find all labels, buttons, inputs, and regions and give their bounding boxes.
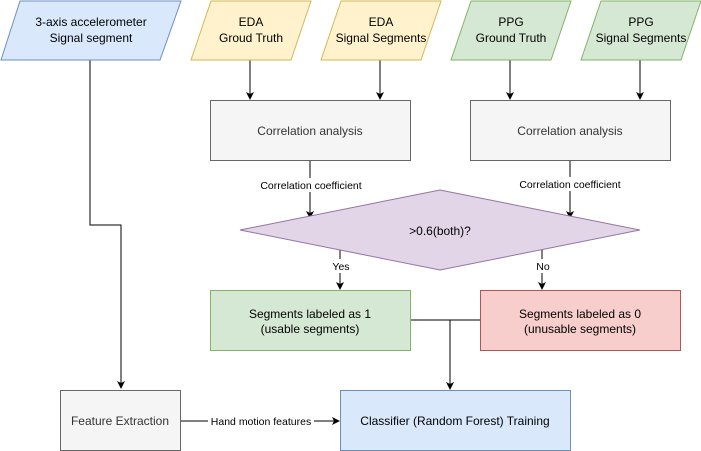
node-correlation-ppg: Correlation analysis bbox=[470, 100, 671, 161]
node-eda-seg-line2: Signal Segments bbox=[336, 31, 427, 45]
node-corr-ppg-label: Correlation analysis bbox=[517, 124, 622, 138]
node-eda-signal-segments: EDA Signal Segments bbox=[320, 0, 442, 61]
node-eda-ground-truth: EDA Groud Truth bbox=[190, 0, 312, 61]
node-classifier: Classifier (Random Forest) Training bbox=[340, 390, 571, 451]
node-accel-line1: 3-axis accelerometer bbox=[35, 15, 146, 29]
node-unusable-line1: Segments labeled as 0 bbox=[519, 307, 641, 321]
node-usable-line2: (usable segments) bbox=[261, 322, 360, 336]
node-unusable-segments: Segments labeled as 0 (unusable segments… bbox=[480, 290, 681, 351]
node-eda-seg-line1: EDA bbox=[369, 15, 394, 29]
node-usable-line1: Segments labeled as 1 bbox=[249, 307, 371, 321]
node-eda-gt-line1: EDA bbox=[239, 15, 264, 29]
node-feature-extraction: Feature Extraction bbox=[60, 390, 181, 451]
edge-label-corr-eda: Correlation coefficient bbox=[260, 180, 361, 192]
node-eda-gt-line2: Groud Truth bbox=[219, 31, 283, 45]
edge-labels: Correlation coefficient Correlation coef… bbox=[208, 177, 625, 428]
node-ppg-ground-truth: PPG Ground Truth bbox=[450, 0, 572, 61]
node-ppg-seg-line2: Signal Segments bbox=[596, 31, 687, 45]
node-feature-label: Feature Extraction bbox=[71, 414, 169, 428]
node-ppg-signal-segments: PPG Signal Segments bbox=[580, 0, 701, 61]
node-accel: 3-axis accelerometer Signal segment bbox=[0, 0, 182, 61]
edge-labels-to-classifier bbox=[410, 319, 480, 389]
node-correlation-eda: Correlation analysis bbox=[210, 100, 411, 161]
node-ppg-gt-line2: Ground Truth bbox=[476, 31, 547, 45]
node-unusable-line2: (unusable segments) bbox=[524, 322, 636, 336]
node-ppg-seg-line1: PPG bbox=[628, 15, 653, 29]
node-usable-segments: Segments labeled as 1 (usable segments) bbox=[210, 290, 411, 351]
edge-label-hand-motion: Hand motion features bbox=[211, 416, 311, 428]
edge-label-no: No bbox=[536, 261, 550, 273]
node-accel-line2: Signal segment bbox=[50, 31, 133, 45]
edge-label-corr-ppg: Correlation coefficient bbox=[519, 179, 620, 191]
edge-accel-to-feature bbox=[89, 60, 125, 389]
node-classifier-label: Classifier (Random Forest) Training bbox=[360, 414, 549, 428]
node-decision-label: >0.6(both)? bbox=[409, 224, 471, 238]
edge-label-yes: Yes bbox=[332, 261, 349, 273]
node-corr-eda-label: Correlation analysis bbox=[257, 124, 362, 138]
node-decision: >0.6(both)? bbox=[239, 189, 641, 271]
node-ppg-gt-line1: PPG bbox=[498, 15, 523, 29]
